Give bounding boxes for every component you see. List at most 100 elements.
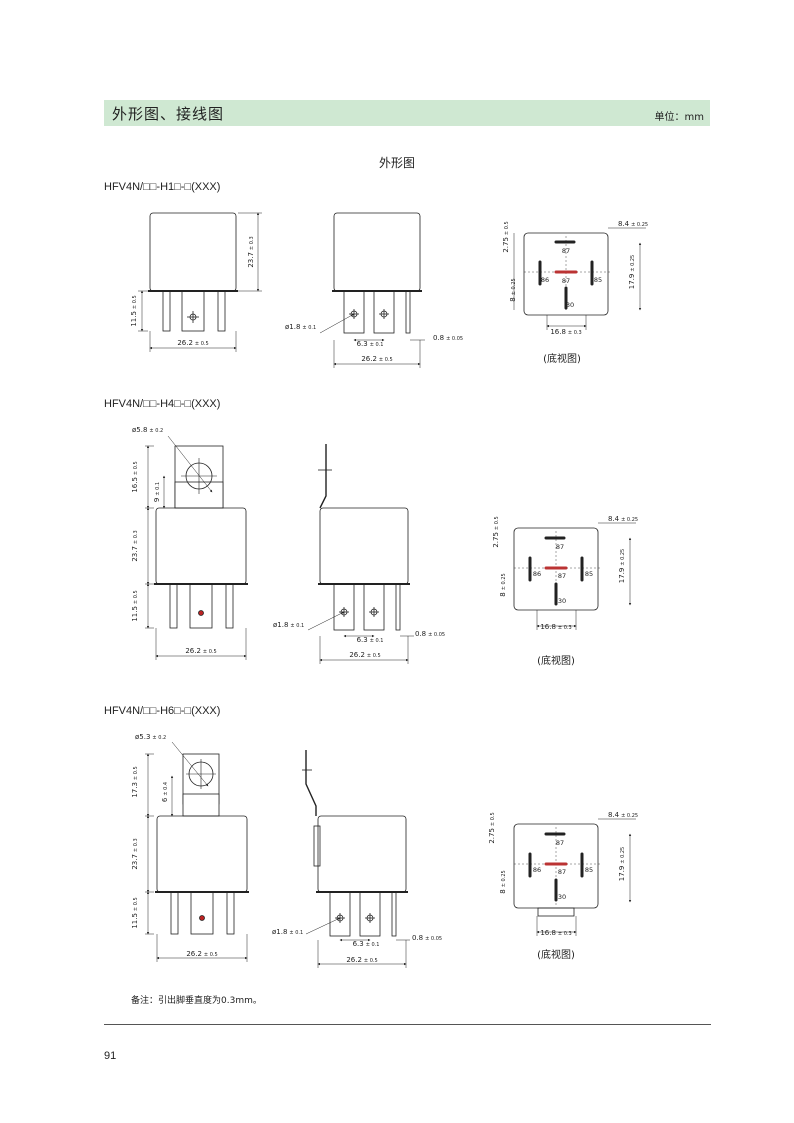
dim-text: 11.5 <box>131 606 139 622</box>
dim-text: ø1.8 <box>273 621 288 629</box>
dim-tol: ± 0.1 <box>370 638 384 644</box>
svg-text:16.5± 0.5: 16.5± 0.5 <box>131 461 139 492</box>
dim-tol: ± 0.25 <box>621 517 638 523</box>
pin-label-86: 86 <box>533 866 541 874</box>
section-header: 外形图、接线图 单位：mm <box>104 100 710 126</box>
dim-tol: ± 0.5 <box>379 357 393 363</box>
svg-text:0.8± 0.05: 0.8± 0.05 <box>433 334 463 342</box>
h6-side-view <box>302 750 410 968</box>
svg-text:6.3± 0.1: 6.3± 0.1 <box>353 940 380 948</box>
dim-text: 0.8 <box>412 934 423 942</box>
svg-text:11.5± 0.5: 11.5 ± 0.5 <box>130 295 138 326</box>
dim-tol: ± 0.25 <box>620 847 626 864</box>
dim-tol: ± 0.1 <box>302 325 316 331</box>
svg-text:8± 0.25: 8 ± 0.25 <box>499 870 507 893</box>
dim-text: 17.3 <box>131 782 139 798</box>
dim-tol: ± 0.25 <box>501 870 507 887</box>
dim-text: 23.7 <box>247 252 255 268</box>
svg-text:ø5.3± 0.2: ø5.3± 0.2 <box>135 733 166 741</box>
dim-tol: ± 0.25 <box>511 278 517 295</box>
dim-text: 11.5 <box>130 311 138 327</box>
dim-tol: ± 0.3 <box>249 236 255 250</box>
dim-text: 17.9 <box>618 866 626 882</box>
dim-tol: ± 0.3 <box>133 838 139 852</box>
svg-text:23.7± 0.3: 23.7± 0.3 <box>131 530 139 561</box>
dim-tol: ± 0.25 <box>630 255 636 272</box>
dim-tol: ± 0.5 <box>133 590 139 604</box>
dim-text: 16.8 <box>550 328 566 336</box>
dim-tol: ± 0.5 <box>367 653 381 659</box>
pin-label-87a: 87 <box>558 572 566 580</box>
dim-text: 2.75 <box>488 828 496 844</box>
svg-text:2.75± 0.5: 2.75± 0.5 <box>502 221 510 252</box>
footer-divider <box>104 1024 711 1025</box>
pin-label-85: 85 <box>585 570 593 578</box>
dim-text: 17.9 <box>618 568 626 584</box>
svg-text:26.2± 0.5: 26.2± 0.5 <box>186 950 217 958</box>
dim-tol: ± 0.1 <box>290 623 304 629</box>
svg-text:8± 0.25: 8 ± 0.25 <box>509 278 517 301</box>
dim-text: 16.5 <box>131 477 139 493</box>
dim-tol: ± 0.4 <box>163 782 169 796</box>
dim-tol: ± 0.2 <box>152 735 166 741</box>
page-number: 91 <box>104 1050 117 1062</box>
dim-text: 26.2 <box>346 956 362 964</box>
svg-text:11.5± 0.5: 11.5 ± 0.5 <box>131 590 139 621</box>
dim-tol: ± 0.5 <box>203 649 217 655</box>
h4-bottom-view <box>513 522 636 630</box>
dim-text: 6.3 <box>357 340 368 348</box>
dim-text: 26.2 <box>361 355 377 363</box>
pin-label-85: 85 <box>585 866 593 874</box>
dim-tol: ± 0.5 <box>132 295 138 309</box>
svg-text:8± 0.25: 8± 0.25 <box>499 573 507 596</box>
dim-tol: ± 0.25 <box>620 549 626 566</box>
dim-text: 6.3 <box>353 940 364 948</box>
dim-tol: ± 0.5 <box>494 516 500 530</box>
dim-text: ø1.8 <box>285 323 300 331</box>
dim-tol: ± 0.3 <box>558 625 572 631</box>
svg-text:23.7± 0.3: 23.7± 0.3 <box>131 838 139 869</box>
pin-label-87: 87 <box>556 839 564 847</box>
bottom-view-caption: (底视图) <box>543 352 581 365</box>
svg-text:16.8± 0.3: 16.8± 0.3 <box>550 328 581 336</box>
dim-text: 9 <box>153 498 161 502</box>
svg-text:17.9± 0.25: 17.9 ± 0.25 <box>618 847 626 882</box>
dim-tol: ± 0.5 <box>133 766 139 780</box>
pin-label-87a: 87 <box>558 868 566 876</box>
dim-tol: ± 0.3 <box>568 330 582 336</box>
dim-tol: ± 0.25 <box>621 813 638 819</box>
dim-tol: ± 0.05 <box>428 632 445 638</box>
dim-text: 17.9 <box>628 274 636 290</box>
svg-text:2.75± 0.5: 2.75± 0.5 <box>488 812 496 843</box>
dim-text: 6.3 <box>357 636 368 644</box>
pin-label-30: 30 <box>558 893 566 901</box>
header-unit: 单位：mm <box>654 112 704 123</box>
dim-text: 11.5 <box>131 913 139 929</box>
dim-text: ø5.3 <box>135 733 150 741</box>
dim-text: 8 <box>499 889 507 893</box>
dim-text: 8 <box>509 297 517 301</box>
svg-text:26.2± 0.5: 26.2± 0.5 <box>185 647 216 655</box>
dim-text: 8 <box>499 592 507 596</box>
dim-text: ø5.8 <box>132 426 147 434</box>
dim-tol: ± 0.25 <box>631 222 648 228</box>
bottom-view-caption: (底视图) <box>537 654 575 667</box>
h1-front-view <box>138 212 262 352</box>
svg-text:17.9± 0.25: 17.9 ± 0.25 <box>618 549 626 584</box>
dim-text: 26.2 <box>185 647 201 655</box>
svg-text:6± 0.4: 6± 0.4 <box>161 782 169 802</box>
header-title: 外形图、接线图 <box>112 105 225 123</box>
dim-text: 2.75 <box>502 237 510 253</box>
svg-text:6.3± 0.1: 6.3± 0.1 <box>357 636 384 644</box>
dim-tol: ± 0.3 <box>558 931 572 937</box>
dim-tol: ± 0.5 <box>133 897 139 911</box>
dim-text: 26.2 <box>186 950 202 958</box>
model-label-h4: HFV4N/□□-H4□-□(XXX) <box>104 398 221 410</box>
dim-text: 8.4 <box>608 515 620 523</box>
dim-tol: ± 0.1 <box>366 942 380 948</box>
h4-side-view <box>307 444 414 664</box>
section-title: 外形图 <box>378 156 415 170</box>
svg-text:0.8± 0.05: 0.8± 0.05 <box>412 934 442 942</box>
dim-tol: ± 0.05 <box>425 936 442 942</box>
